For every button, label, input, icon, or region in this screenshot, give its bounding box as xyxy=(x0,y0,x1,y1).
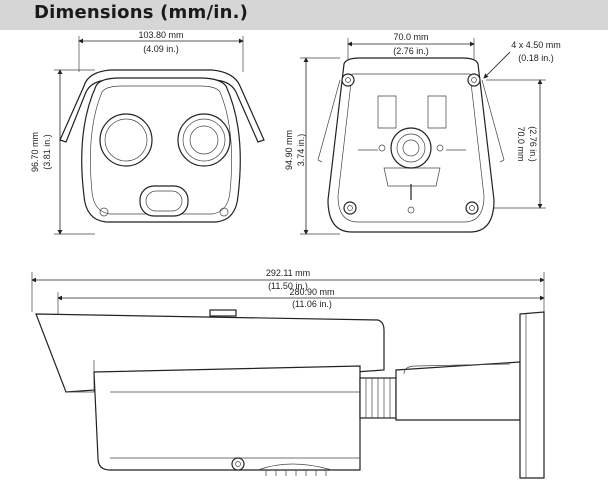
front-width-mm: 103.80 mm xyxy=(138,30,183,40)
section-header: Dimensions (mm/in.) xyxy=(0,0,608,30)
back-width-mm: 70.0 mm xyxy=(393,32,428,42)
back-height-mm: 94.90 mm xyxy=(284,130,294,170)
hole-size-mm: 4 x 4.50 mm xyxy=(511,40,561,50)
front-height-mm: 96.70 mm xyxy=(30,132,40,172)
hole-spacing-mm: 70.0 mm xyxy=(516,126,526,161)
body-length-mm: 280.90 mm xyxy=(289,287,334,297)
total-length-in: (11.50 in.) xyxy=(268,281,308,291)
back-view: 70.0 mm (2.76 in.) 4 x 4.50 mm (0.18 in.… xyxy=(284,32,561,235)
front-width-in: (4.09 in.) xyxy=(143,44,179,54)
hole-size-in: (0.18 in.) xyxy=(518,53,554,63)
total-length-mm: 292.11 mm xyxy=(266,268,310,278)
side-view: 292.11 mm (11.50 in.) 280.90 mm (11.06 i… xyxy=(31,268,545,479)
section-title: Dimensions (mm/in.) xyxy=(34,2,249,23)
body-length-in: (11.06 in.) xyxy=(292,299,332,309)
back-height-in: 3.74 in.) xyxy=(296,134,306,167)
front-view: 103.80 mm (4.09 in.) 96.70 mm (3.81 in.) xyxy=(30,30,265,235)
back-width-in: (2.76 in.) xyxy=(393,46,429,56)
front-height-in: (3.81 in.) xyxy=(42,134,52,170)
hole-spacing-in: (2.76 in.) xyxy=(528,126,538,162)
